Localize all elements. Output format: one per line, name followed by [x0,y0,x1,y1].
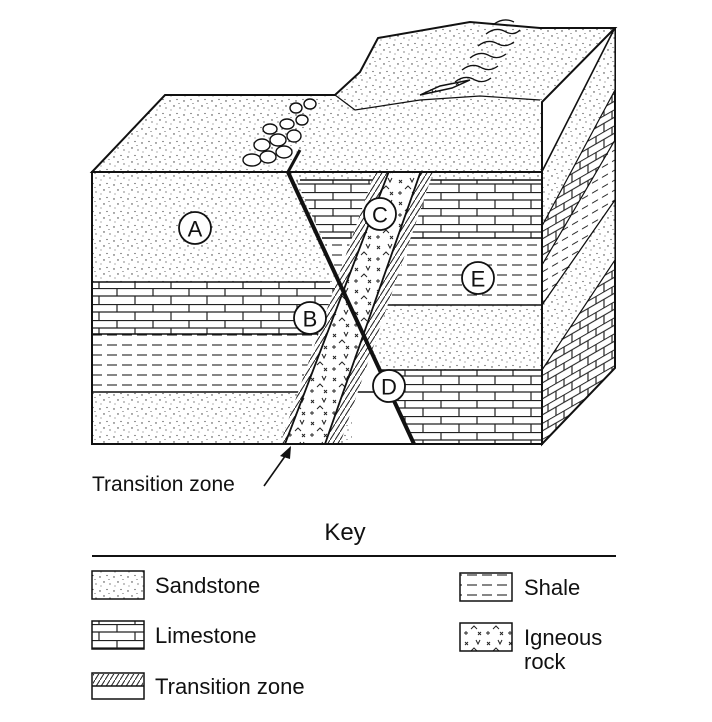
key-sandstone: Sandstone [91,570,260,600]
limestone-swatch [91,620,145,650]
svg-text:A: A [188,217,203,242]
block-right-face [541,27,616,447]
svg-text:C: C [372,203,388,228]
key-igneous-rock: Igneous rock [459,622,602,674]
key-igneous-label-line1: Igneous [524,625,602,650]
dike-top-surface [419,79,471,96]
transition-zone-callout-text: Transition zone [92,473,235,496]
key-limestone: Limestone [91,620,257,650]
key-shale: Shale [459,572,580,602]
label-e: E [461,261,495,295]
svg-text:E: E [471,267,486,292]
label-c: C [363,197,397,231]
key-transition-zone: Transition zone [91,672,305,700]
svg-text:D: D [381,375,397,400]
block-top-surface [89,20,618,173]
key-sandstone-label: Sandstone [155,573,260,598]
key-title: Key [324,519,365,546]
label-a: A [178,211,212,245]
sandstone-swatch [91,570,145,600]
label-d: D [372,369,406,403]
rubble-boulders [242,98,317,167]
lava-ripples [454,19,521,83]
shale-swatch [459,572,513,602]
key-igneous-label-line2: rock [524,649,567,674]
key-shale-label: Shale [524,575,580,600]
transition-zone-callout: Transition zone [92,446,291,496]
key-limestone-label: Limestone [155,623,257,648]
label-b: B [293,301,327,335]
key-transition-zone-label: Transition zone [155,674,305,699]
igneous-rock-swatch [459,622,513,652]
key: Key Sandstone Limestone Transition zone … [91,519,616,700]
svg-text:B: B [303,307,318,332]
